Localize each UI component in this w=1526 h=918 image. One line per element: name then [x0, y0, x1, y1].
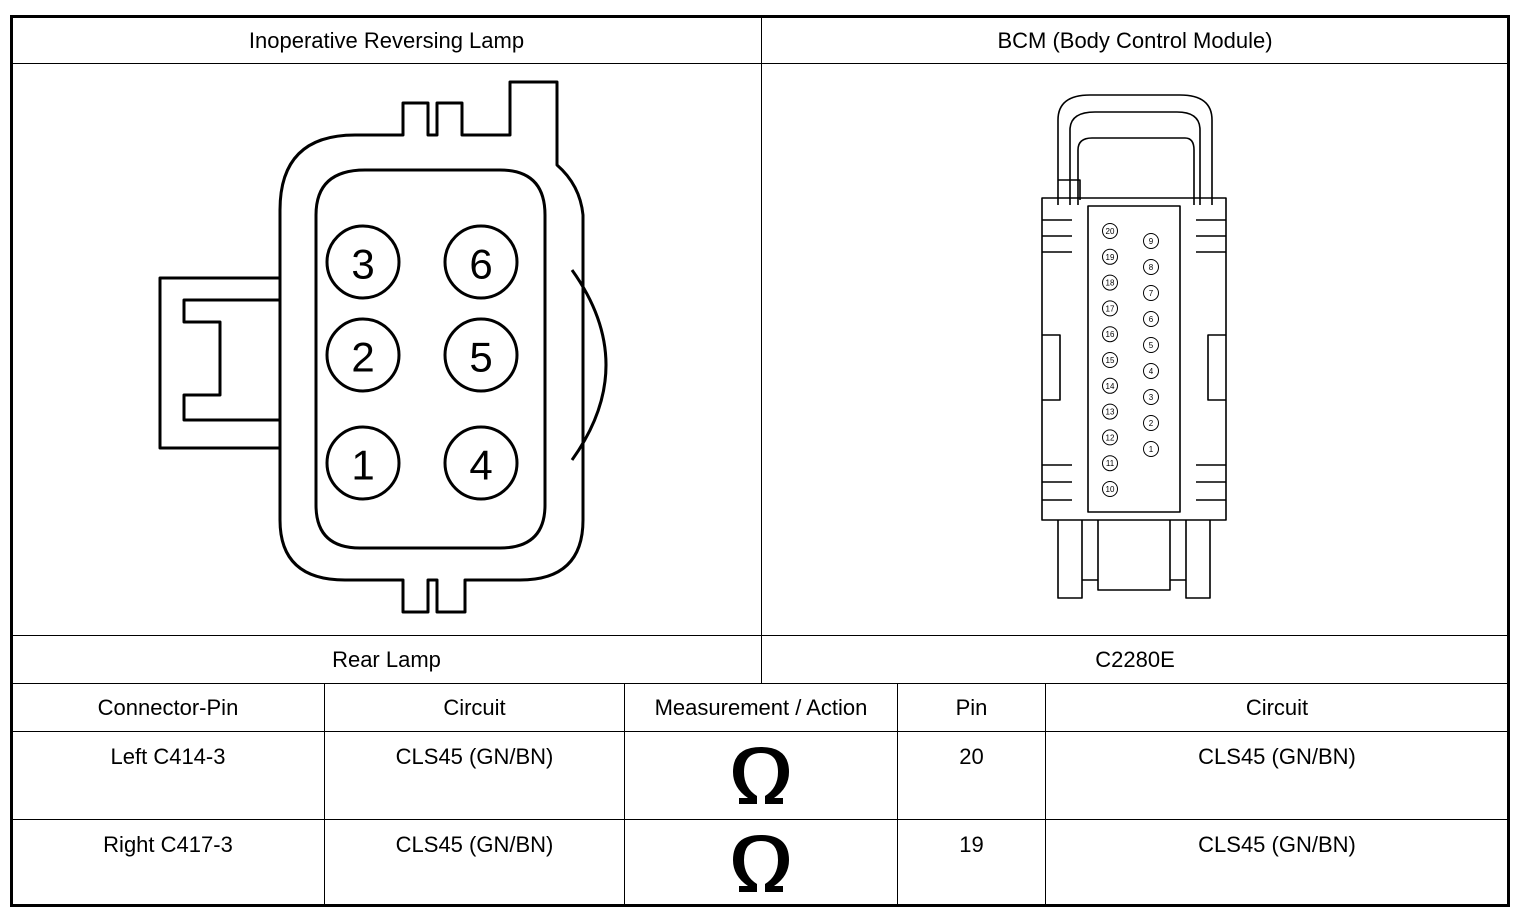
bcm-pin-label: 9 [1149, 237, 1154, 246]
bcm-pin-circle [1102, 403, 1118, 420]
bcm-pin-label: 16 [1106, 330, 1115, 339]
bcm-pin-label: 7 [1149, 289, 1154, 298]
table-row-1-circuit: CLS45 (GN/BN) [395, 744, 554, 769]
divider-table-header [12, 683, 1508, 684]
rear-pin-4: 4 [469, 442, 492, 489]
ohm-icon [625, 820, 897, 905]
table-row-2-circuit-2: CLS45 (GN/BN) [1198, 832, 1356, 857]
bcm-pin-label: 8 [1149, 263, 1154, 272]
bcm-pin-circle [1102, 274, 1118, 291]
rear-pin-1: 1 [351, 442, 374, 489]
bcm-pin-circle [1102, 248, 1118, 265]
diagram-frame [10, 15, 1510, 907]
table-row-2-pin: 19 [959, 832, 984, 857]
bcm-pin-circle [1143, 233, 1159, 249]
bcm-pin-label: 18 [1106, 279, 1115, 288]
bcm-pin-circle [1143, 259, 1159, 275]
bcm-pin-circle [1102, 429, 1118, 446]
rear-pin-2: 2 [351, 334, 374, 381]
ohm-icon [625, 732, 897, 819]
divider-center [761, 18, 762, 684]
caption-left: Rear Lamp [332, 646, 441, 672]
bcm-pin-label: 5 [1149, 341, 1154, 350]
header-left: Inoperative Reversing Lamp [248, 27, 525, 53]
bcm-pin-label: 1 [1149, 445, 1154, 454]
bcm-pin-label: 3 [1149, 393, 1154, 402]
col-header-circuit: Circuit [443, 694, 506, 720]
bcm-pin-circle [1143, 415, 1159, 431]
table-row-1-connector-pin: Left C414-3 [110, 744, 226, 769]
col-header-measurement: Measurement / Action [654, 694, 868, 720]
divider-header [12, 63, 1508, 64]
bcm-pin-circle [1102, 352, 1118, 368]
bcm-pin-circle [1102, 300, 1118, 317]
bcm-pin-circle [1143, 311, 1159, 327]
col-header-circuit-2: Circuit [1245, 694, 1309, 720]
bcm-pin-label: 11 [1106, 459, 1115, 468]
bcm-pin-label: 14 [1106, 382, 1115, 391]
divider-col4 [1045, 684, 1046, 905]
table-row-1-circuit-2: CLS45 (GN/BN) [1198, 744, 1356, 769]
col-header-connector-pin: Connector-Pin [97, 694, 239, 720]
col-header-pin: Pin [955, 694, 988, 720]
rear-pin-3: 3 [351, 241, 374, 288]
divider-col1 [324, 684, 325, 905]
bcm-pin-circle [1143, 389, 1159, 405]
bcm-pin-label: 2 [1149, 419, 1154, 428]
bcm-pin-circle [1102, 223, 1118, 239]
bcm-pin-circle [1102, 481, 1118, 497]
bcm-pin-label: 13 [1106, 408, 1115, 417]
bcm-pin-label: 19 [1106, 253, 1115, 262]
table-row-2-connector-pin: Right C417-3 [103, 832, 233, 857]
bcm-pin-circle [1143, 285, 1159, 301]
bcm-pin-label: 12 [1106, 433, 1115, 442]
rear-pin-6: 6 [469, 241, 492, 288]
divider-row [12, 819, 1508, 820]
bcm-pin-label: 17 [1106, 304, 1115, 313]
bcm-pin-circle [1143, 337, 1159, 353]
divider-col2 [624, 684, 625, 905]
bcm-pin-label: 10 [1106, 485, 1115, 494]
bcm-pin-circle [1102, 377, 1118, 394]
caption-right: C2280E [1095, 646, 1175, 672]
rear-pin-5: 5 [469, 334, 492, 381]
table-row-2-circuit: CLS45 (GN/BN) [395, 832, 554, 857]
table-row-1-pin: 20 [959, 744, 984, 769]
bcm-pin-label: 4 [1149, 367, 1154, 376]
bcm-pin-label: 20 [1106, 227, 1115, 236]
bcm-pin-circle [1143, 363, 1159, 379]
bcm-pin-label: 15 [1106, 356, 1115, 365]
bcm-pin-circle [1102, 326, 1118, 343]
divider-col3 [897, 684, 898, 905]
divider-table-body [12, 731, 1508, 732]
bcm-pin-circle [1143, 441, 1159, 457]
divider-caption [12, 635, 1508, 636]
bcm-pin-circle [1102, 455, 1118, 472]
header-right: BCM (Body Control Module) [997, 27, 1273, 53]
bcm-pin-label: 6 [1149, 315, 1154, 324]
